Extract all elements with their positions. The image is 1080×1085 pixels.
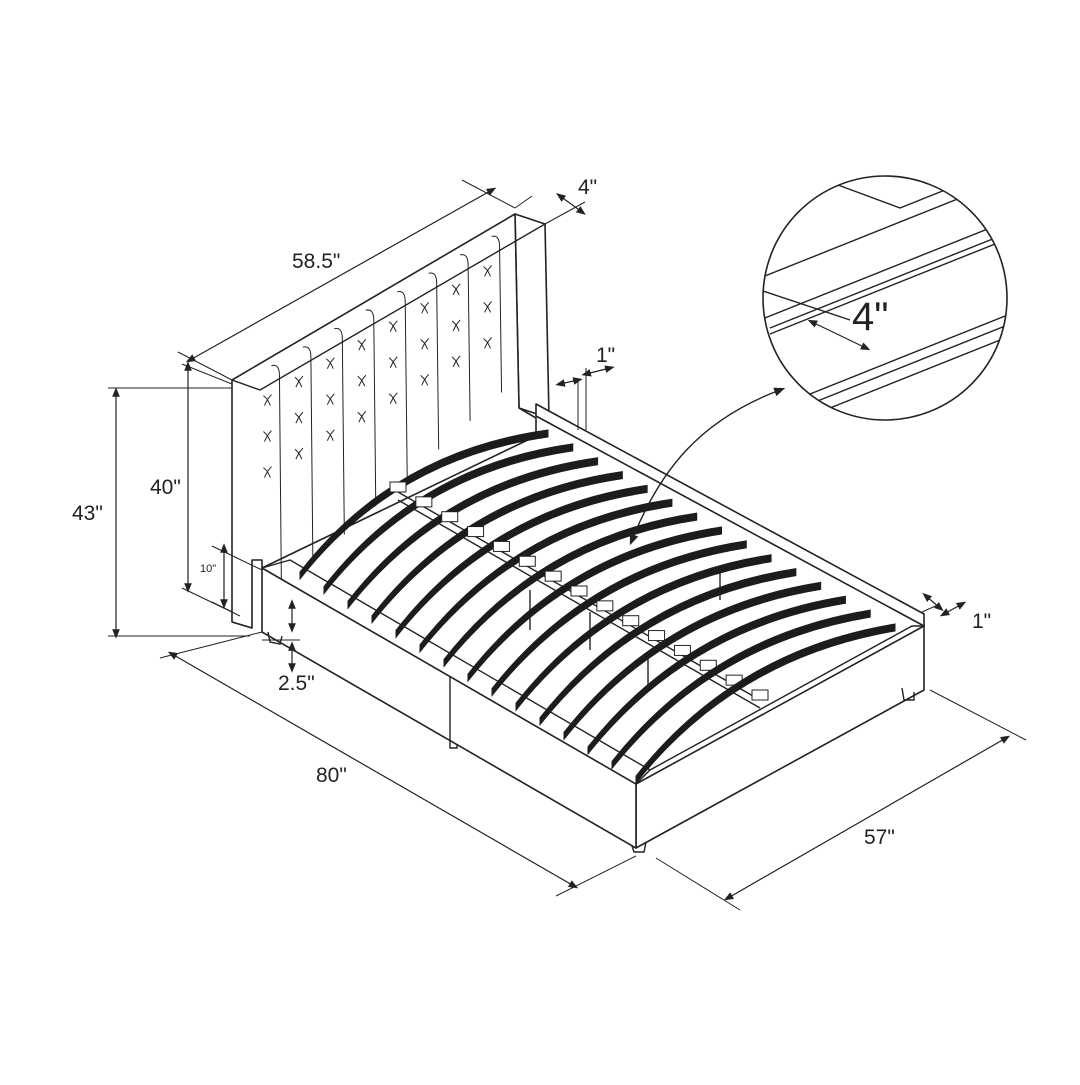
tuft-button: [388, 392, 398, 405]
tuft-button: [420, 374, 430, 386]
bed-slat: [299, 429, 549, 581]
bed-slat: [563, 581, 822, 741]
slat-clip: [699, 659, 717, 671]
label-headboard-depth: 4": [578, 176, 597, 199]
slat-clip: [596, 600, 614, 612]
tuft-button: [357, 410, 367, 423]
label-headboard-height: 40": [150, 476, 181, 499]
label-rail-height: 10": [200, 563, 216, 575]
slat-clip: [673, 644, 691, 656]
bed-slat: [587, 595, 846, 756]
label-rail-thickness: 1": [972, 610, 991, 633]
slat-clip: [389, 481, 407, 493]
bed-slat: [635, 623, 896, 785]
label-headboard-width: 58.5": [292, 250, 340, 273]
leg-front-right: [631, 841, 647, 853]
tuft-button: [294, 447, 304, 460]
right-side-rail: [535, 403, 925, 627]
bed-slat: [539, 567, 797, 727]
tuft-button: [263, 394, 272, 406]
channel-line: [271, 364, 282, 592]
bed-slat: [371, 470, 623, 625]
slat-clip: [518, 555, 536, 567]
slat-clip: [467, 526, 485, 538]
bed-slat: [611, 609, 871, 770]
label-slat-width: 4": [852, 295, 888, 339]
slat-clip: [544, 570, 562, 582]
label-width: 57": [864, 826, 895, 849]
tuft-button: [294, 375, 304, 388]
dimension-labels: 58.5" 4" 40" 43" 10" 2.5" 80" 57" 1" 1" …: [72, 176, 991, 849]
tuft-button: [325, 393, 335, 405]
bed-slat: [323, 443, 574, 596]
slat-clip: [570, 585, 588, 597]
tuft-button: [294, 411, 304, 424]
slat-detail-callout: [762, 175, 1008, 421]
slat-clip: [415, 496, 433, 508]
label-slat-gap: 1": [596, 344, 615, 367]
dimension-lines: [108, 179, 1027, 911]
bed-slat: [515, 554, 772, 712]
slat-clip: [648, 630, 666, 642]
headboard-side: [514, 213, 550, 419]
tuft-button: [263, 430, 272, 442]
tuft-button: [263, 466, 272, 478]
label-overall-height: 43": [72, 502, 103, 525]
tuft-button: [357, 374, 367, 387]
slat-clip: [441, 511, 459, 523]
bed-slat: [347, 457, 599, 610]
slat-clip: [492, 540, 510, 552]
slat-clip: [622, 615, 640, 627]
label-leg-height: 2.5": [278, 672, 315, 695]
tuft-button: [325, 429, 335, 441]
slat-clip: [751, 689, 769, 701]
label-length: 80": [316, 764, 347, 787]
leg-back-right: [901, 687, 915, 701]
bed-slat: [491, 540, 747, 698]
